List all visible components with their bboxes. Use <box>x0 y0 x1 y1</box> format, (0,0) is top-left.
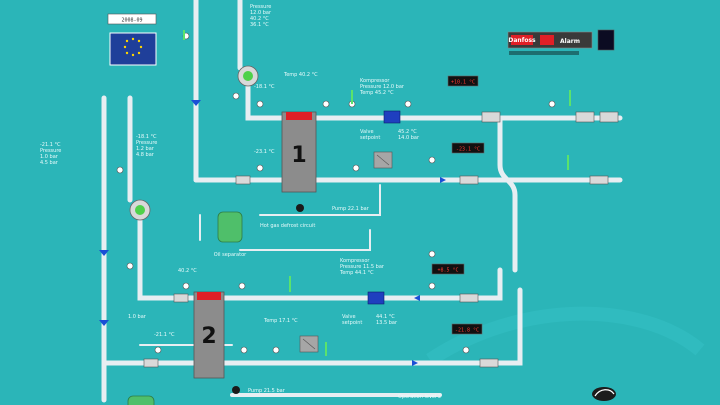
line-components[interactable] <box>143 111 619 368</box>
unit-1-exchanger[interactable] <box>373 151 393 169</box>
alarm-indicator[interactable] <box>597 29 615 51</box>
unit-1-display-top <box>447 75 479 87</box>
eu-flag-icon <box>109 32 157 66</box>
flow-arrows <box>99 100 606 366</box>
unit-2-display-top-value: +8.5 °C <box>437 268 458 274</box>
unit-2-number: 2 <box>201 324 216 349</box>
alarm-panel[interactable]: Danfoss Alarm <box>507 31 593 55</box>
unit-2-temp-left: -21.1 °C <box>154 332 175 338</box>
unit-1-number: 1 <box>291 143 306 168</box>
unit-1-display-top-value: +10.1 °C <box>451 80 475 86</box>
unit-2-valve[interactable] <box>367 291 385 305</box>
unit-2-tank[interactable] <box>127 395 155 405</box>
date-label: 2008-09 <box>121 18 142 24</box>
unit-1-receiver[interactable]: 1 <box>281 111 317 193</box>
unit-2-pump[interactable] <box>232 386 240 394</box>
unit-2-display-right <box>451 323 483 335</box>
unit-2-temp-right: Temp 17.1 °C <box>263 318 298 324</box>
unit-1-display-right-value: -23.1 °C <box>456 147 480 153</box>
sensor-gauges[interactable] <box>116 32 556 354</box>
unit-1-valve[interactable] <box>383 110 401 124</box>
background-watermark <box>426 306 705 366</box>
unit-1-pump-label: Pump 22.1 bar <box>332 206 370 212</box>
unit-2-side-label: 1.0 bar <box>128 314 147 320</box>
unit-1-compressor[interactable] <box>237 65 259 87</box>
unit-2-temp-top: 40.2 °C <box>178 268 197 274</box>
unit-1-pump[interactable] <box>296 204 304 212</box>
alarm-label: Alarm <box>560 38 580 45</box>
unit-2-display-right-value: -21.8 °C <box>455 328 479 334</box>
unit-1-temp-top: Temp 40.2 °C <box>283 72 318 78</box>
danfoss-logo: Danfoss <box>508 37 536 44</box>
footer-caption: Operation level 2 <box>398 394 441 400</box>
pipe-network <box>101 0 623 403</box>
tank-label: Oil separator <box>214 252 247 258</box>
unit-1-temp-mid: -23.1 °C <box>254 149 275 155</box>
vent-markers <box>183 30 571 356</box>
logo-mark-icon <box>592 387 616 401</box>
unit-1-temp-left: -18.1 °C <box>254 84 275 90</box>
unit-1-display-right <box>451 142 485 154</box>
unit-2-compressor[interactable] <box>129 199 151 221</box>
unit-1-bottom-label: Hot gas defrost circuit <box>260 223 315 229</box>
oil-separator-tank[interactable] <box>217 211 243 243</box>
unit-2-pump-label: Pump 21.5 bar <box>248 388 286 394</box>
unit-2-exchanger[interactable] <box>299 335 319 353</box>
unit-2-receiver[interactable]: 2 <box>193 291 225 379</box>
unit-2-display-top <box>431 263 465 275</box>
